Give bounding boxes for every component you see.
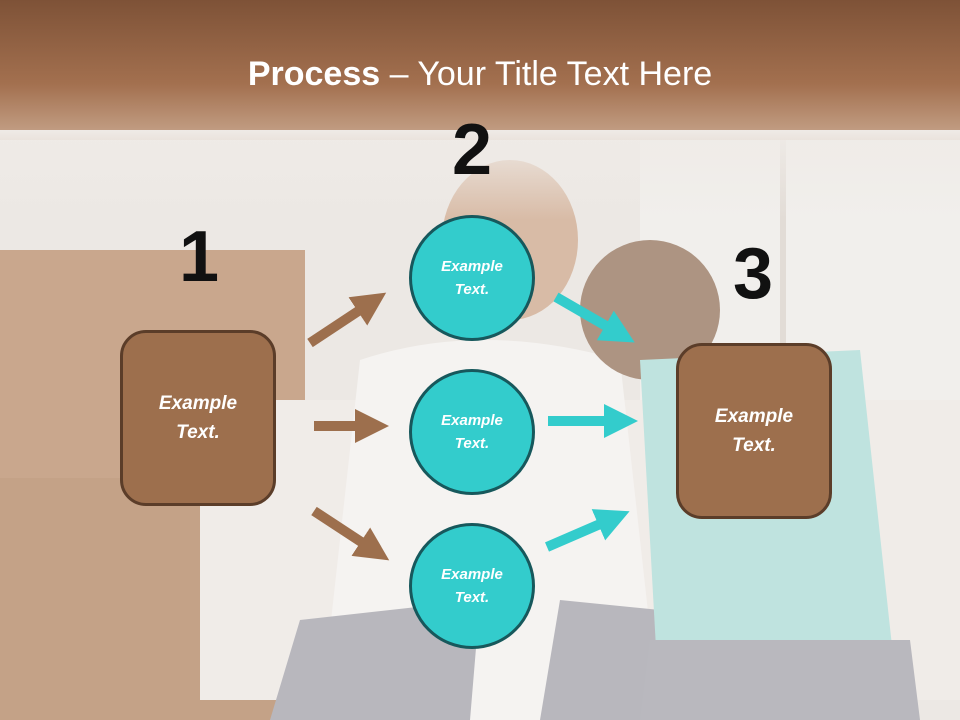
step-2-text-middle: Example Text. [441, 412, 503, 452]
step-number-2: 2 [451, 110, 493, 190]
step-2-circle-top: Example Text. [409, 215, 535, 341]
step-2-circle-middle: Example Text. [409, 369, 535, 495]
arrow-box1-to-circle-bottom [311, 506, 390, 561]
title-bold: Process [247, 55, 381, 93]
arrow-box1-to-circle-top [307, 292, 387, 348]
step-number-1: 1 [178, 217, 220, 297]
slide-title: Process – Your Title Text Here [0, 52, 960, 96]
step-1-box: Example Text. [120, 330, 276, 506]
arrow-circle-bottom-to-box3 [545, 509, 630, 552]
step-number-3: 3 [732, 234, 774, 314]
step-2-circle-bottom: Example Text. [409, 523, 535, 649]
step-2-text-bottom: Example Text. [441, 566, 503, 606]
step-3-box: Example Text. [676, 343, 832, 519]
step-1-text: Example Text. [158, 393, 238, 443]
arrow-circle-top-to-box3 [553, 292, 635, 343]
title-rest: – Your Title Text Here [380, 55, 713, 93]
step-3-text: Example Text. [714, 406, 794, 456]
step-2-text-top: Example Text. [441, 258, 503, 298]
